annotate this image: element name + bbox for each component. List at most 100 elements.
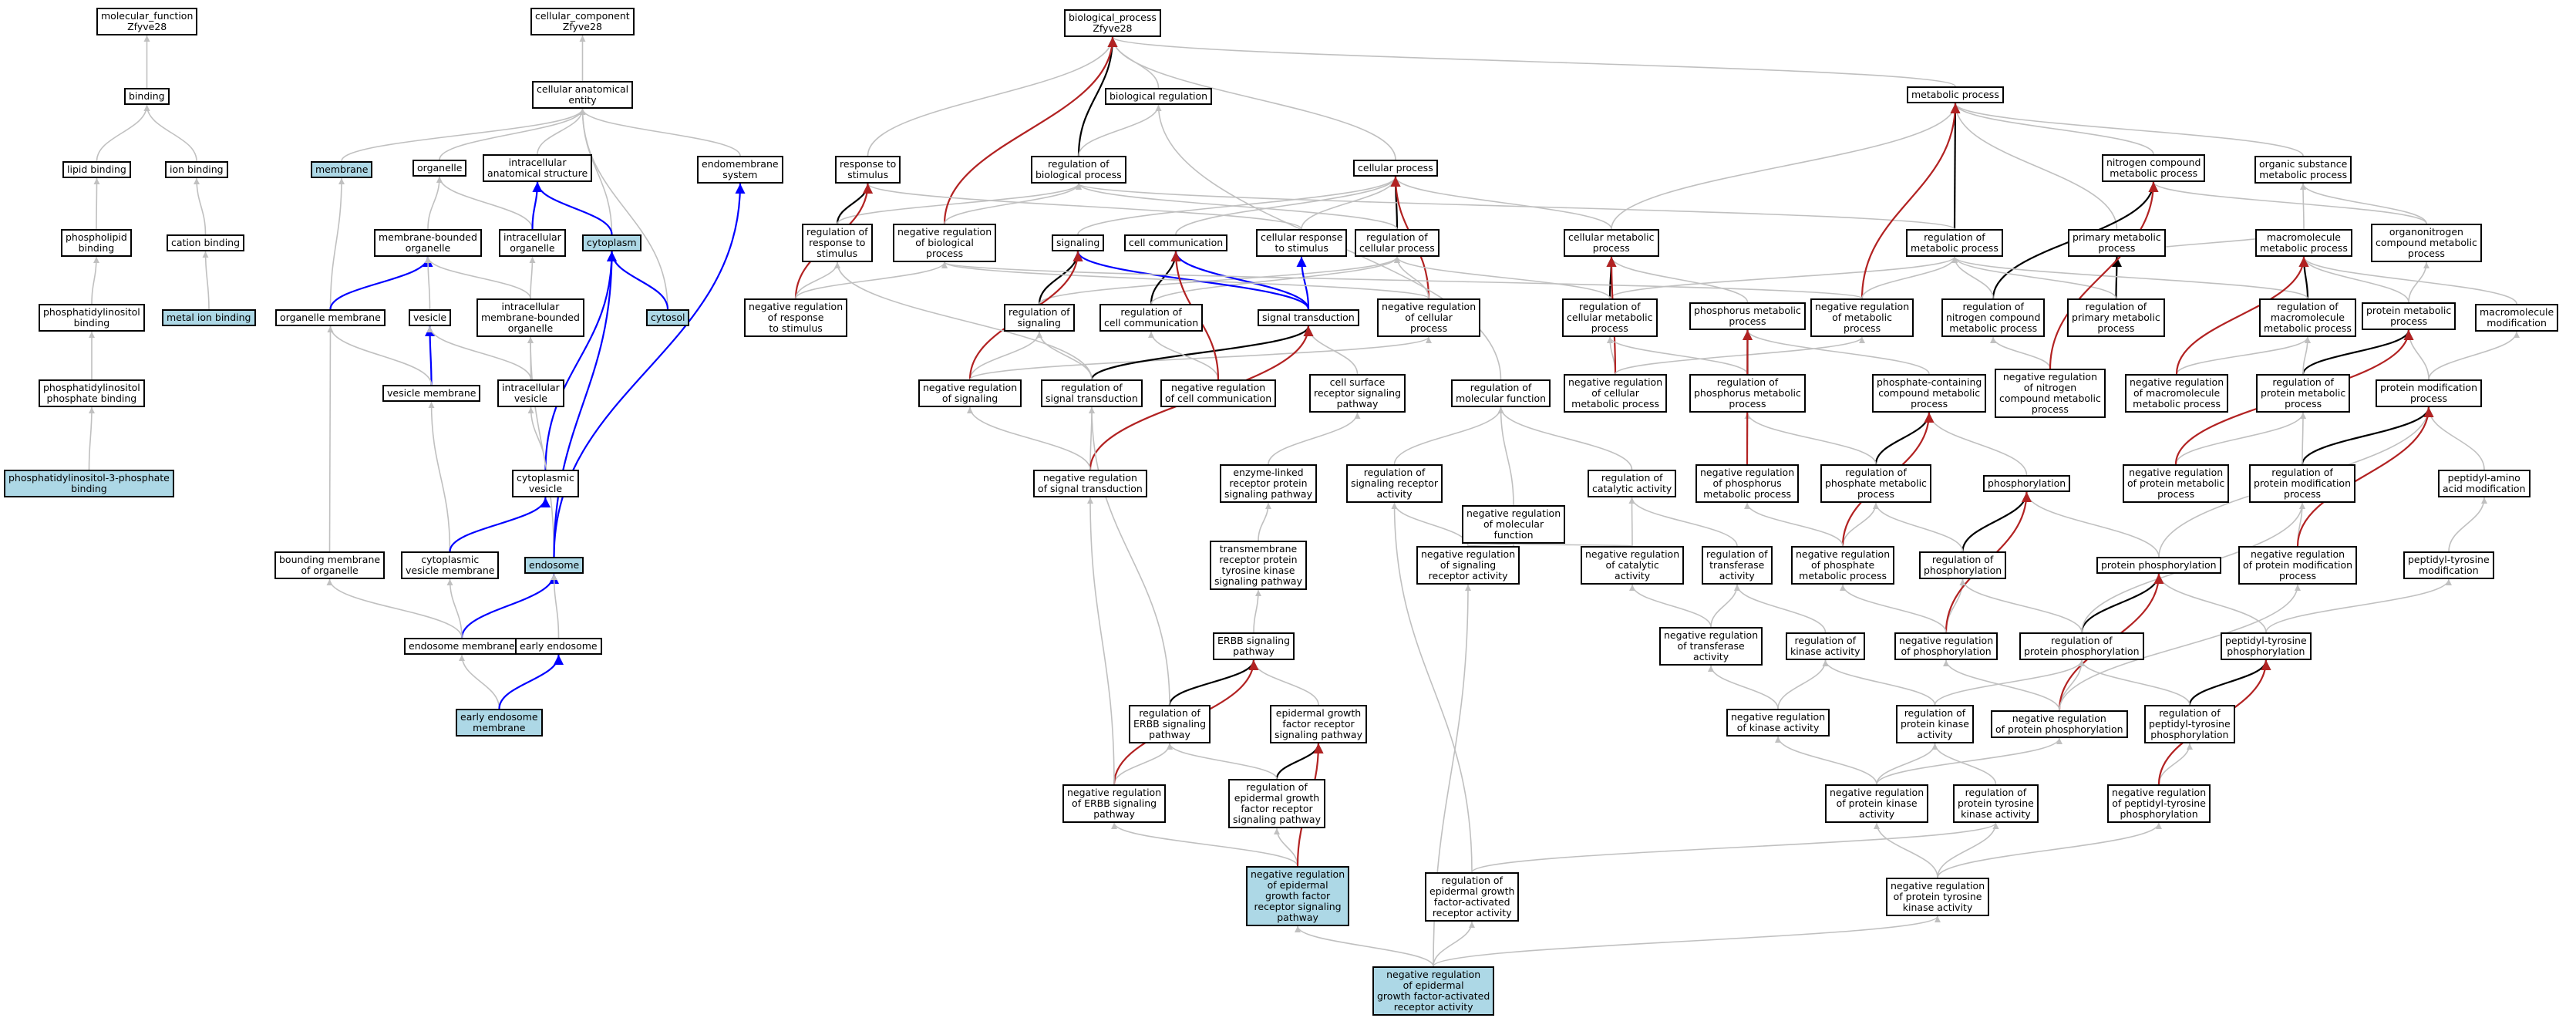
- go-term-cvm[interactable]: cytoplasmic vesicle membrane: [401, 551, 500, 579]
- go-term-sigtrans[interactable]: signal transduction: [1258, 309, 1359, 326]
- go-term-nrpphos[interactable]: negative regulation of protein phosphory…: [1991, 710, 2128, 738]
- go-term-rcp[interactable]: regulation of cellular process: [1355, 229, 1440, 257]
- go-term-pmp[interactable]: primary metabolic process: [2068, 229, 2166, 257]
- go-term-cc[interactable]: cellular_component Zfyve28: [530, 8, 635, 35]
- go-term-nregfra[interactable]: negative regulation of epidermal growth …: [1372, 966, 1495, 1016]
- go-term-rmf[interactable]: regulation of molecular function: [1451, 379, 1551, 407]
- go-term-csrsp[interactable]: cell surface receptor signaling pathway: [1309, 374, 1406, 413]
- go-term-organelle[interactable]: organelle: [412, 160, 467, 177]
- go-term-nrka[interactable]: negative regulation of kinase activity: [1726, 709, 1830, 737]
- go-term-rst[interactable]: regulation of signal transduction: [1041, 379, 1143, 407]
- go-term-rtransa[interactable]: regulation of transferase activity: [1702, 546, 1773, 585]
- go-term-elrpsp[interactable]: enzyme-linked receptor protein signaling…: [1220, 464, 1317, 503]
- go-term-eem[interactable]: early endosome membrane: [456, 709, 543, 737]
- go-term-mmmod[interactable]: macromolecule modification: [2475, 304, 2559, 332]
- go-term-nrmp[interactable]: negative regulation of metabolic process: [1810, 298, 1914, 337]
- go-term-phmp[interactable]: phosphorus metabolic process: [1689, 302, 1806, 330]
- go-term-cytves[interactable]: cytoplasmic vesicle: [512, 470, 579, 497]
- go-term-phlb[interactable]: phospholipid binding: [61, 229, 132, 257]
- go-term-endosys[interactable]: endomembrane system: [697, 156, 783, 184]
- go-term-membrane[interactable]: membrane: [311, 161, 373, 178]
- go-term-ptdinspb[interactable]: phosphatidylinositol phosphate binding: [39, 379, 145, 407]
- go-term-nrcata[interactable]: negative regulation of catalytic activit…: [1581, 546, 1685, 585]
- go-term-nrpka[interactable]: negative regulation of protein kinase ac…: [1825, 784, 1929, 823]
- go-term-rphos[interactable]: regulation of phosphorylation: [1919, 551, 2007, 579]
- go-term-nrmf[interactable]: negative regulation of molecular functio…: [1462, 505, 1566, 544]
- go-term-rmp[interactable]: regulation of metabolic process: [1906, 229, 2003, 257]
- go-term-nrst[interactable]: negative regulation of signal transducti…: [1033, 470, 1147, 497]
- go-term-rptka[interactable]: regulation of protein tyrosine kinase ac…: [1953, 784, 2039, 823]
- go-term-ptmod[interactable]: peptidyl-tyrosine modification: [2403, 551, 2494, 579]
- go-term-nrcp[interactable]: negative regulation of cellular process: [1377, 298, 1481, 337]
- go-term-osmp[interactable]: organic substance metabolic process: [2254, 156, 2352, 184]
- go-term-nrtransa[interactable]: negative regulation of transferase activ…: [1659, 627, 1763, 666]
- go-term-rsra[interactable]: regulation of signaling receptor activit…: [1346, 464, 1443, 503]
- go-term-rprotmp[interactable]: regulation of protein metabolic process: [2256, 374, 2351, 413]
- go-term-ptphos[interactable]: peptidyl-tyrosine phosphorylation: [2221, 632, 2312, 660]
- go-term-rncmp[interactable]: regulation of nitrogen compound metaboli…: [1941, 298, 2046, 337]
- go-term-phosph[interactable]: phosphorylation: [1983, 475, 2071, 492]
- go-term-oncmp[interactable]: organonitrogen compound metabolic proces…: [2371, 224, 2482, 262]
- go-term-ptdins3pb[interactable]: phosphatidylinositol-3-phosphate binding: [4, 470, 174, 497]
- go-term-ptdinsb[interactable]: phosphatidylinositol binding: [39, 304, 145, 332]
- go-term-rmmp[interactable]: regulation of macromolecule metabolic pr…: [2259, 298, 2356, 337]
- go-term-mbo[interactable]: membrane-bounded organelle: [374, 229, 482, 257]
- go-term-cae[interactable]: cellular anatomical entity: [532, 81, 634, 109]
- go-term-imbo[interactable]: intracellular membrane-bounded organelle: [476, 298, 584, 337]
- go-term-cytosol[interactable]: cytosol: [646, 309, 690, 326]
- go-term-erbb[interactable]: ERBB signaling pathway: [1213, 632, 1295, 660]
- go-term-egfr[interactable]: epidermal growth factor receptor signali…: [1270, 705, 1367, 743]
- go-term-endomem[interactable]: endosome membrane: [404, 638, 520, 655]
- go-term-nrprotmp[interactable]: negative regulation of protein metabolic…: [2123, 464, 2230, 503]
- go-term-nrpmodp[interactable]: negative regulation of protein modificat…: [2238, 546, 2358, 585]
- go-term-nrptka[interactable]: negative regulation of protein tyrosine …: [1886, 878, 1990, 916]
- go-term-rcata[interactable]: regulation of catalytic activity: [1588, 470, 1677, 497]
- go-term-protmp[interactable]: protein metabolic process: [2362, 302, 2456, 330]
- go-term-orgmem[interactable]: organelle membrane: [275, 309, 386, 326]
- go-term-endosome[interactable]: endosome: [524, 557, 584, 574]
- go-term-icorg[interactable]: intracellular organelle: [499, 229, 566, 257]
- go-term-bioreg[interactable]: biological regulation: [1105, 88, 1213, 105]
- go-term-nrbp[interactable]: negative regulation of biological proces…: [893, 224, 997, 262]
- go-term-nregfr[interactable]: negative regulation of epidermal growth …: [1246, 866, 1350, 926]
- go-term-crts[interactable]: cellular response to stimulus: [1256, 229, 1348, 257]
- go-term-vesmem[interactable]: vesicle membrane: [382, 385, 481, 402]
- go-term-rka[interactable]: regulation of kinase activity: [1786, 632, 1865, 660]
- go-term-bmo[interactable]: bounding membrane of organelle: [274, 551, 386, 579]
- go-term-catb[interactable]: cation binding: [167, 234, 245, 251]
- go-term-nrphos[interactable]: negative regulation of phosphorylation: [1894, 632, 1999, 660]
- go-term-nrptphos[interactable]: negative regulation of peptidyl-tyrosine…: [2107, 784, 2211, 823]
- go-term-lipidb[interactable]: lipid binding: [62, 161, 131, 178]
- go-term-nrphmp[interactable]: negative regulation of phosphorus metabo…: [1695, 464, 1800, 503]
- go-term-rpphos[interactable]: regulation of protein phosphorylation: [2019, 632, 2144, 660]
- go-term-rpmp[interactable]: regulation of primary metabolic process: [2067, 298, 2165, 337]
- go-term-nrsig[interactable]: negative regulation of signaling: [918, 379, 1022, 407]
- go-term-ias[interactable]: intracellular anatomical structure: [483, 154, 593, 182]
- go-term-icves[interactable]: intracellular vesicle: [497, 379, 564, 407]
- go-term-mf[interactable]: molecular_function Zfyve28: [96, 8, 198, 35]
- go-term-protphos[interactable]: protein phosphorylation: [2096, 557, 2221, 574]
- go-term-nrncmp[interactable]: negative regulation of nitrogen compound…: [1995, 369, 2106, 418]
- go-term-regfra[interactable]: regulation of epidermal growth factor-ac…: [1425, 872, 1520, 922]
- go-term-nrcc[interactable]: negative regulation of cell communicatio…: [1160, 379, 1277, 407]
- go-term-nrmmp[interactable]: negative regulation of macromolecule met…: [2125, 374, 2229, 413]
- go-term-pamod[interactable]: peptidyl-amino acid modification: [2438, 470, 2531, 497]
- go-term-nrerbb[interactable]: negative regulation of ERBB signaling pa…: [1062, 784, 1167, 823]
- go-term-rerbb[interactable]: regulation of ERBB signaling pathway: [1129, 705, 1211, 743]
- go-term-cmp[interactable]: cellular metabolic process: [1564, 229, 1659, 257]
- go-term-metalb[interactable]: metal ion binding: [162, 309, 256, 326]
- go-term-nrrts[interactable]: negative regulation of response to stimu…: [744, 298, 848, 337]
- go-term-nrcmp[interactable]: negative regulation of cellular metaboli…: [1564, 374, 1668, 413]
- go-term-rptphos[interactable]: regulation of peptidyl-tyrosine phosphor…: [2144, 705, 2235, 743]
- go-term-rpka[interactable]: regulation of protein kinase activity: [1896, 705, 1974, 743]
- go-term-rphmp[interactable]: regulation of phosphorus metabolic proce…: [1689, 374, 1806, 413]
- go-term-tmrptk[interactable]: transmembrane receptor protein tyrosine …: [1210, 541, 1307, 590]
- go-term-rcc[interactable]: regulation of cell communication: [1099, 304, 1204, 332]
- go-term-earlyend[interactable]: early endosome: [515, 638, 602, 655]
- go-term-regfr[interactable]: regulation of epidermal growth factor re…: [1228, 779, 1325, 828]
- go-term-bp[interactable]: biological_process Zfyve28: [1064, 9, 1161, 37]
- go-term-rpmodp[interactable]: regulation of protein modification proce…: [2249, 464, 2355, 503]
- go-term-pcmp[interactable]: phosphate-containing compound metabolic …: [1872, 374, 1987, 413]
- go-term-cellcomm[interactable]: cell communication: [1124, 234, 1228, 251]
- go-term-vesicle[interactable]: vesicle: [409, 309, 452, 326]
